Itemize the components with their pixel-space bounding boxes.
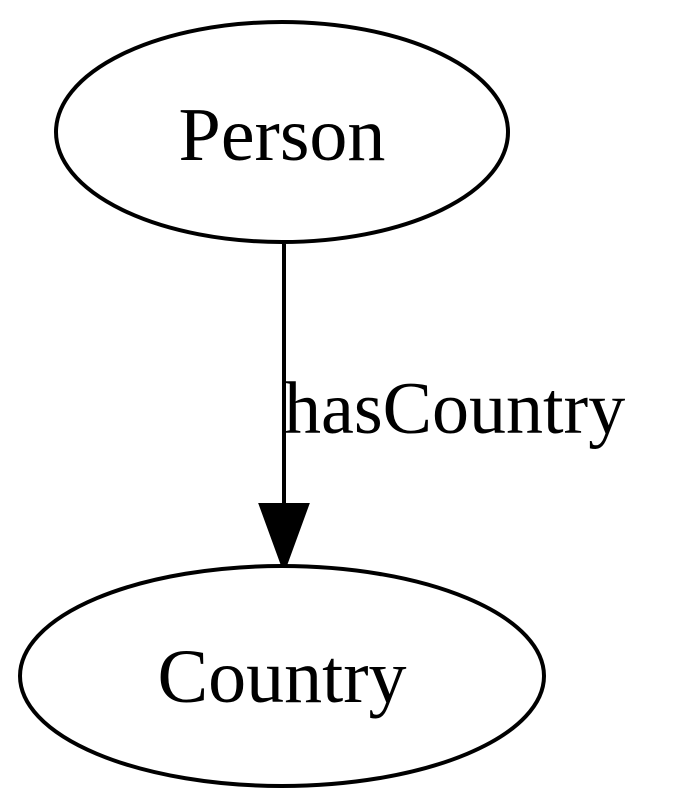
node-country-label: Country [157,635,406,719]
node-person-label: Person [179,93,386,177]
edge-has-country-arrowhead [258,503,310,574]
node-person: Person [54,20,510,244]
node-country: Country [18,564,546,788]
node-person-ellipse [54,20,510,244]
node-country-ellipse [18,564,546,788]
edge-has-country: hasCountry [258,244,625,574]
edge-has-country-label: hasCountry [284,368,625,450]
